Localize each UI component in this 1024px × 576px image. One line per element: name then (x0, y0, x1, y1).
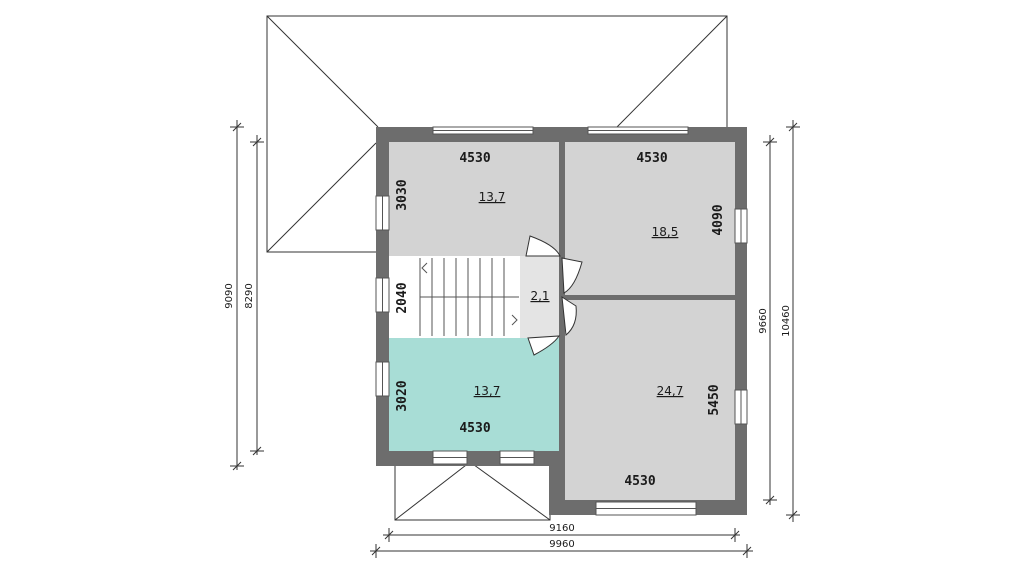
windows (375, 126, 748, 516)
room-ne-depth: 4090 (711, 204, 726, 235)
room-ne-area: 18,5 (652, 225, 679, 239)
dim-left-outer: 9090 (224, 283, 235, 308)
room-sw-depth: 3020 (395, 380, 410, 411)
dimension-lines (230, 120, 800, 558)
dim-bottom-inner: 9160 (549, 523, 574, 534)
hall-landing (520, 256, 559, 338)
room-se (565, 300, 735, 500)
dim-left-inner: 8290 (244, 283, 255, 308)
dim-bottom-outer: 9960 (549, 539, 574, 550)
stair-hall-depth: 2040 (395, 282, 410, 313)
room-ne (565, 142, 735, 295)
doors (525, 235, 583, 356)
interior-walls (560, 142, 735, 500)
room-sw-area: 13,7 (474, 384, 501, 398)
room-sw (389, 338, 559, 451)
room-nw-width: 4530 (459, 151, 490, 166)
room-se-depth: 5450 (707, 384, 722, 415)
room-sw-width: 4530 (459, 421, 490, 436)
room-se-area: 24,7 (657, 384, 684, 398)
staircase (419, 258, 519, 336)
dim-right-inner: 9660 (758, 308, 769, 333)
porch-roof (394, 461, 551, 521)
dim-right-outer: 10460 (781, 305, 792, 337)
stair-hall-area: 2,1 (530, 289, 549, 303)
room-ne-width: 4530 (636, 151, 667, 166)
room-nw-area: 13,7 (479, 190, 506, 204)
room-nw-depth: 3030 (395, 179, 410, 210)
room-se-width: 4530 (624, 474, 655, 489)
